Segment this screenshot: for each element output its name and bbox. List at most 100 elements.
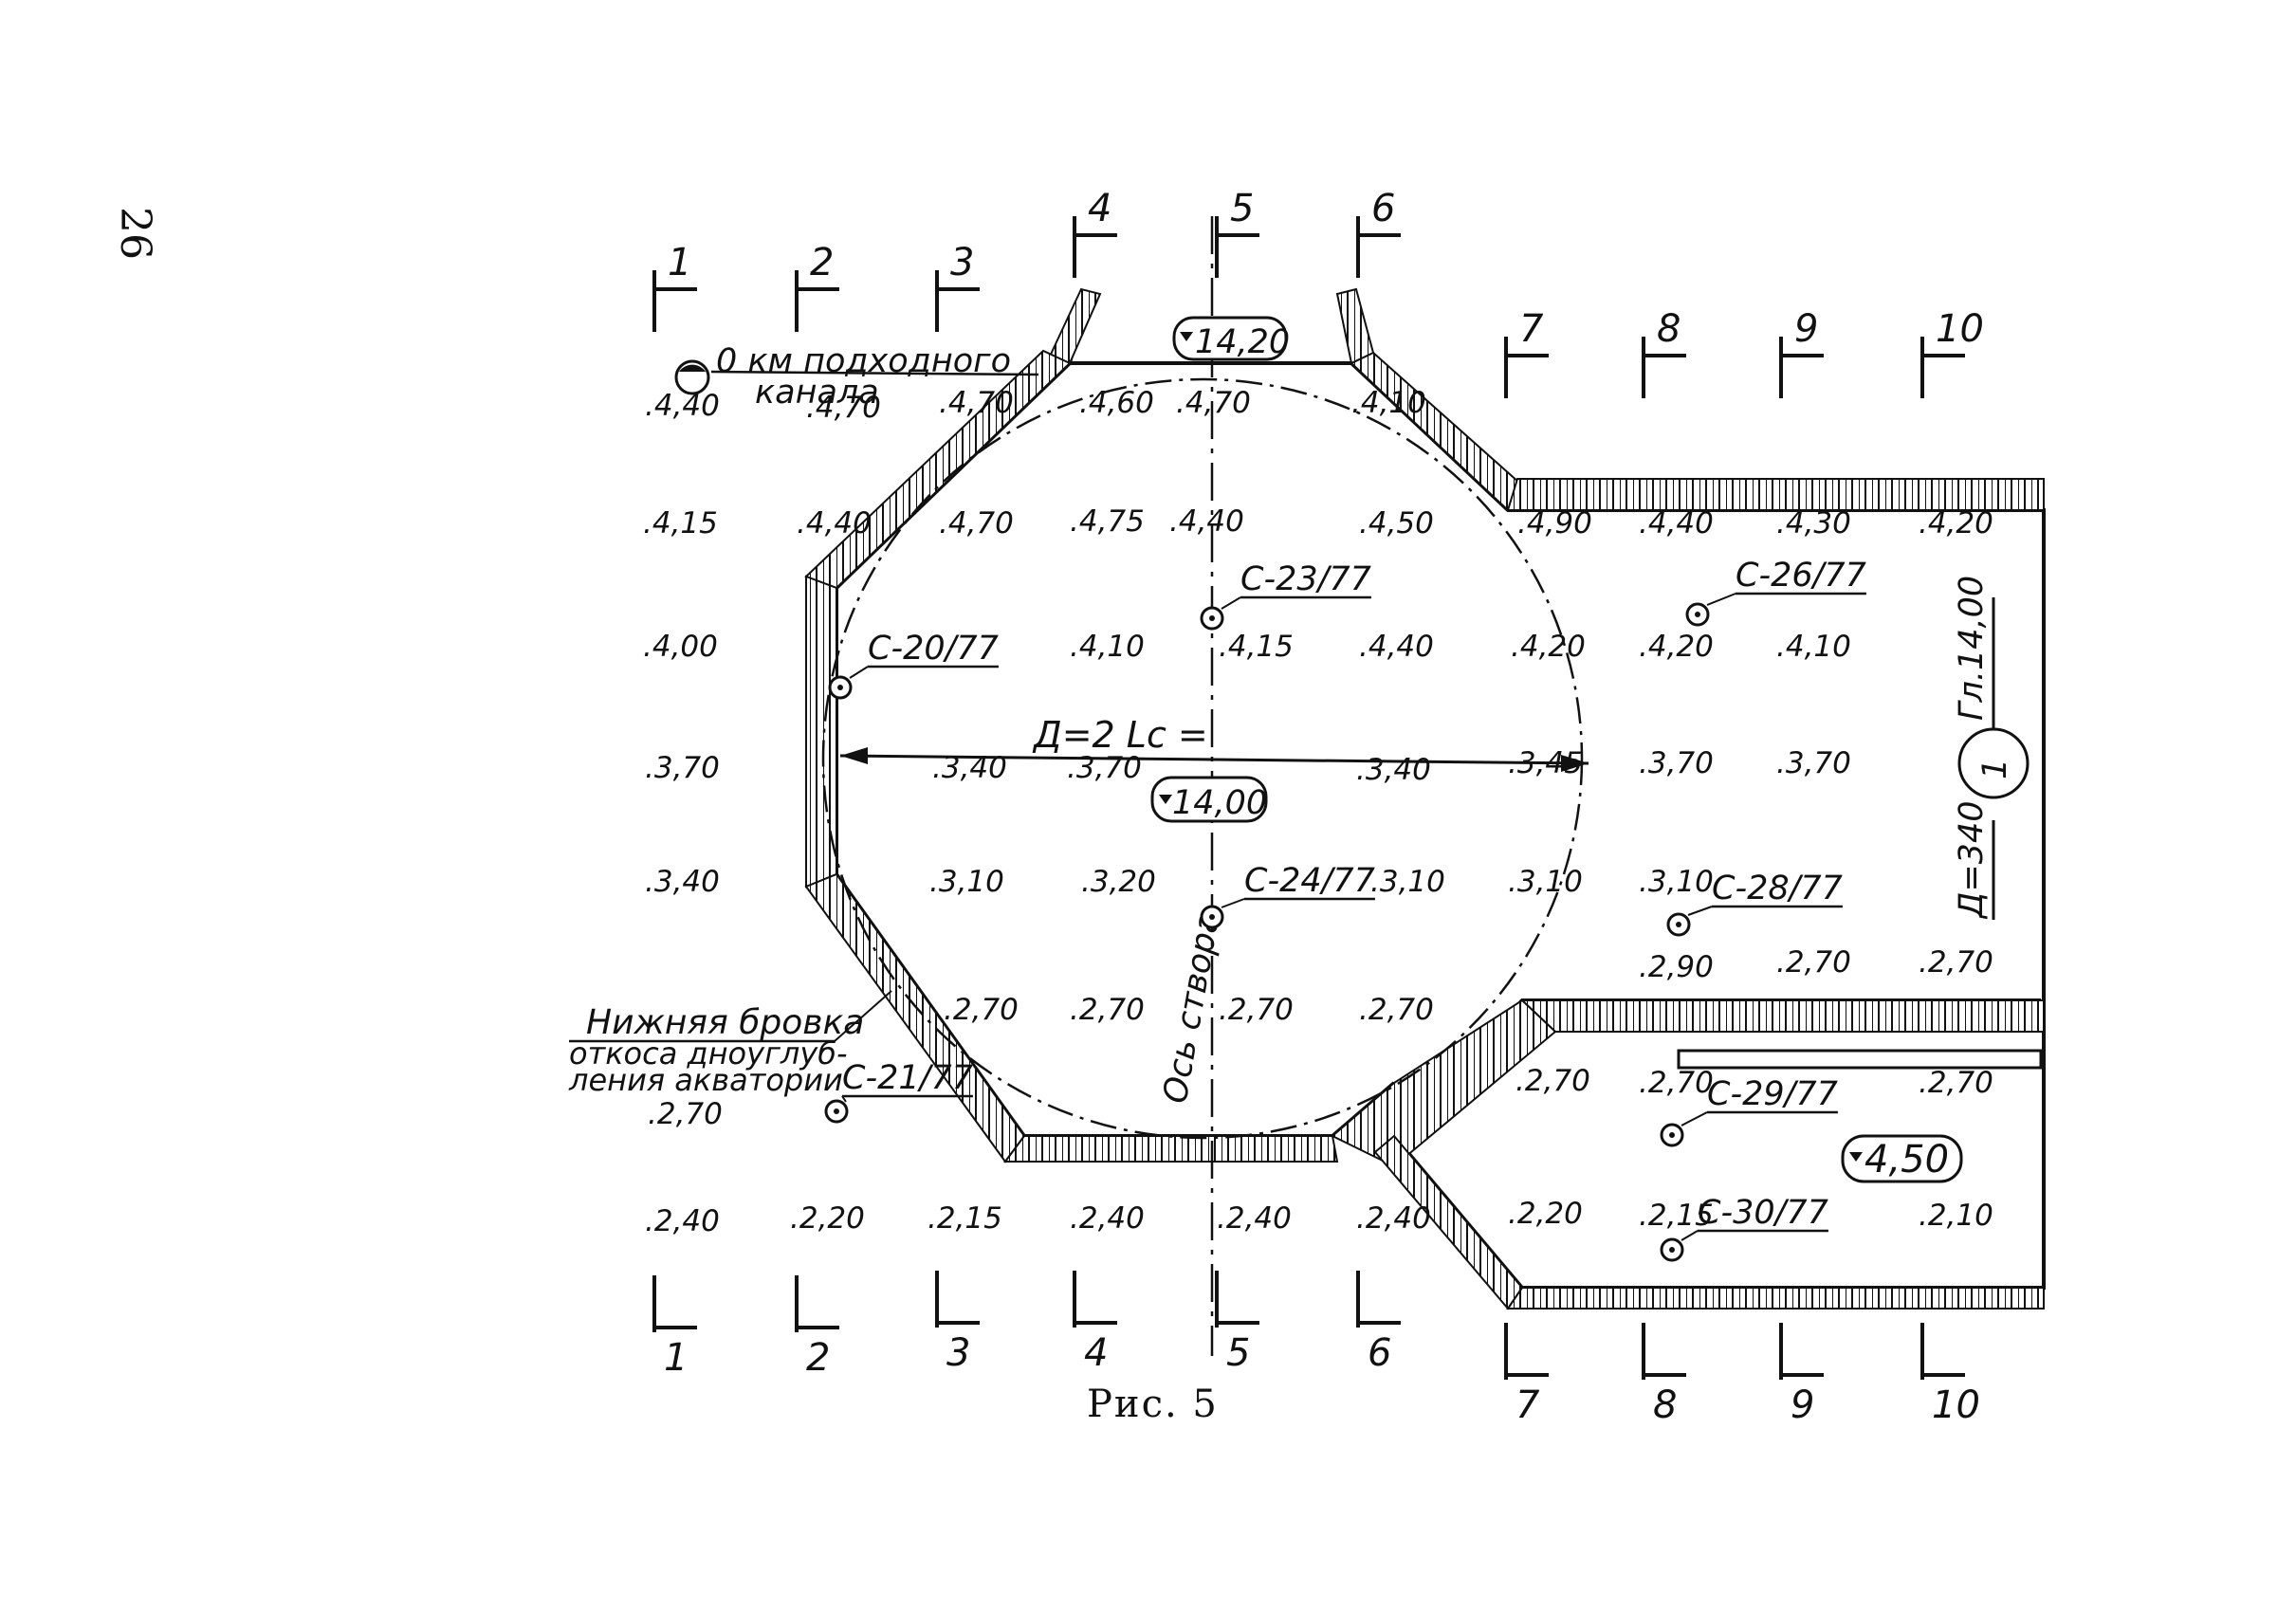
depth-sounding: .2,70 — [1359, 993, 1434, 1027]
depth-sounding: .2,70 — [944, 993, 1019, 1027]
depth-sounding: .4,20 — [1919, 506, 1993, 540]
depth-sounding: .2,70 — [1515, 1064, 1590, 1098]
section-marker-top — [1215, 216, 1259, 278]
depth-sounding: .2,70 — [1919, 945, 1993, 980]
section-number-top: 6 — [1371, 187, 1395, 230]
depth-sounding: .4,40 — [797, 506, 872, 540]
alignment-axis-label: Ось створа — [1156, 909, 1227, 1107]
depth-sounding: .3,40 — [1356, 753, 1431, 787]
wells: С-20/77С-21/77С-23/77С-24/77С-26/77С-28/… — [824, 557, 1866, 1262]
depth-sounding: .3,70 — [1639, 746, 1714, 780]
section-marker-top — [935, 270, 980, 332]
depth-sounding: .4,20 — [1511, 630, 1586, 664]
level-mid: 14,00 — [1172, 784, 1267, 822]
level-triangle-icon — [1159, 795, 1172, 804]
section-number-bottom: 1 — [664, 1336, 688, 1380]
section-number-bottom: 8 — [1653, 1383, 1677, 1427]
borehole-center-dot — [837, 685, 843, 690]
depth-sounding: .3,45 — [1508, 746, 1583, 780]
section-marker-top — [1779, 337, 1824, 398]
diameter-label: Д=2 Lс = — [1032, 714, 1208, 756]
slope-hatching — [804, 287, 2045, 1310]
turning-circle-group — [821, 216, 1589, 1356]
section-number-top: 7 — [1519, 307, 1544, 351]
depth-sounding: .4,40 — [1359, 630, 1434, 664]
depth-sounding: .2,70 — [1219, 993, 1294, 1027]
bank-label-line3: ления акватории — [568, 1062, 843, 1098]
borehole-label: С-20/77 — [868, 630, 999, 668]
depth-sounding: .3,40 — [932, 751, 1007, 785]
depth-sounding: .4,50 — [1359, 506, 1434, 540]
km-marker-label-line2: канала — [755, 374, 879, 412]
borehole-label: С-30/77 — [1698, 1194, 1828, 1232]
depth-sounding: .3,70 — [1776, 746, 1851, 780]
borehole-center-dot — [1669, 1132, 1675, 1138]
section-marker-bottom — [652, 1275, 697, 1332]
depth-sounding: .4,40 — [645, 389, 720, 423]
berth-length-label: Д=340 — [1953, 801, 1991, 920]
depth-sounding: .3,20 — [1081, 865, 1156, 899]
depth-sounding: .4,60 — [1079, 386, 1154, 420]
depth-sounding: .2,70 — [1639, 1066, 1714, 1100]
diameter-arrow-left — [840, 747, 868, 764]
section-marker-bottom — [795, 1275, 839, 1332]
depth-sounding: .3,40 — [645, 865, 720, 899]
section-number-top: 5 — [1230, 187, 1254, 230]
section-marker-bottom — [1215, 1271, 1259, 1328]
borehole-label: С-26/77 — [1736, 557, 1866, 595]
depth-sounding: .4,30 — [1776, 506, 1851, 540]
borehole-leader — [1681, 1111, 1708, 1127]
section-marker-bottom — [1779, 1323, 1824, 1380]
borehole-center-dot — [1209, 914, 1215, 920]
borehole-leader — [849, 666, 869, 679]
km-marker-group: 0 км подходного канала — [674, 342, 1039, 412]
depth-sounding: .2,70 — [648, 1097, 723, 1131]
level-side: 4,50 — [1864, 1138, 1949, 1182]
depth-sounding: .3,70 — [1067, 751, 1142, 785]
depth-sounding: .2,40 — [1217, 1201, 1292, 1236]
depth-sounding: .3,10 — [1639, 865, 1714, 899]
section-marker-bottom — [1504, 1323, 1549, 1380]
borehole-center-dot — [1669, 1247, 1675, 1253]
level-triangle-icon — [1180, 332, 1193, 341]
section-marker-bottom — [1073, 1271, 1117, 1328]
section-number-bottom: 6 — [1368, 1331, 1391, 1375]
depth-sounding: .3,10 — [1370, 865, 1445, 899]
section-number-bottom: 5 — [1226, 1331, 1250, 1375]
section-marker-top — [652, 270, 697, 332]
depth-sounding: .4,40 — [1639, 506, 1714, 540]
depth-sounding: .2,20 — [790, 1201, 865, 1236]
borehole-center-dot — [1695, 612, 1700, 617]
borehole-leader — [1706, 593, 1736, 606]
diameter-line — [839, 754, 1589, 765]
section-number-top: 10 — [1936, 307, 1984, 351]
depth-sounding: .2,70 — [1776, 945, 1851, 980]
section-number-bottom: 4 — [1084, 1331, 1108, 1375]
section-marker-bottom — [1356, 1271, 1401, 1328]
bank-label-line1: Нижняя бровка — [586, 1003, 864, 1042]
depth-sounding: .4,40 — [1169, 504, 1244, 539]
borehole-leader — [1221, 898, 1245, 908]
section-marker-top — [1642, 337, 1686, 398]
depth-sounding: .2,15 — [1639, 1199, 1714, 1233]
borehole-center-dot — [1676, 922, 1681, 927]
level-tags: 14,20 14,00 4,50 — [1150, 316, 1963, 1183]
section-number-bottom: 2 — [806, 1336, 830, 1380]
section-number-top: 2 — [810, 241, 834, 284]
level-triangle-icon — [1849, 1152, 1863, 1162]
borehole-label: С-28/77 — [1712, 870, 1843, 907]
diameter-arrow-right — [1561, 755, 1589, 772]
depth-sounding: .3,10 — [1508, 865, 1583, 899]
section-number-bottom: 7 — [1515, 1383, 1540, 1427]
section-number-top: 1 — [668, 241, 691, 284]
depth-sounding: .2,15 — [928, 1201, 1002, 1236]
borehole-label: С-29/77 — [1707, 1075, 1838, 1113]
depth-sounding: .4,70 — [1176, 386, 1251, 420]
section-marker-top — [1356, 216, 1401, 278]
berth-circle-icon — [1957, 727, 2030, 799]
depth-sounding: .4,15 — [1219, 630, 1294, 664]
depth-sounding: .4,90 — [1517, 506, 1592, 540]
section-number-bottom: 9 — [1791, 1383, 1814, 1427]
